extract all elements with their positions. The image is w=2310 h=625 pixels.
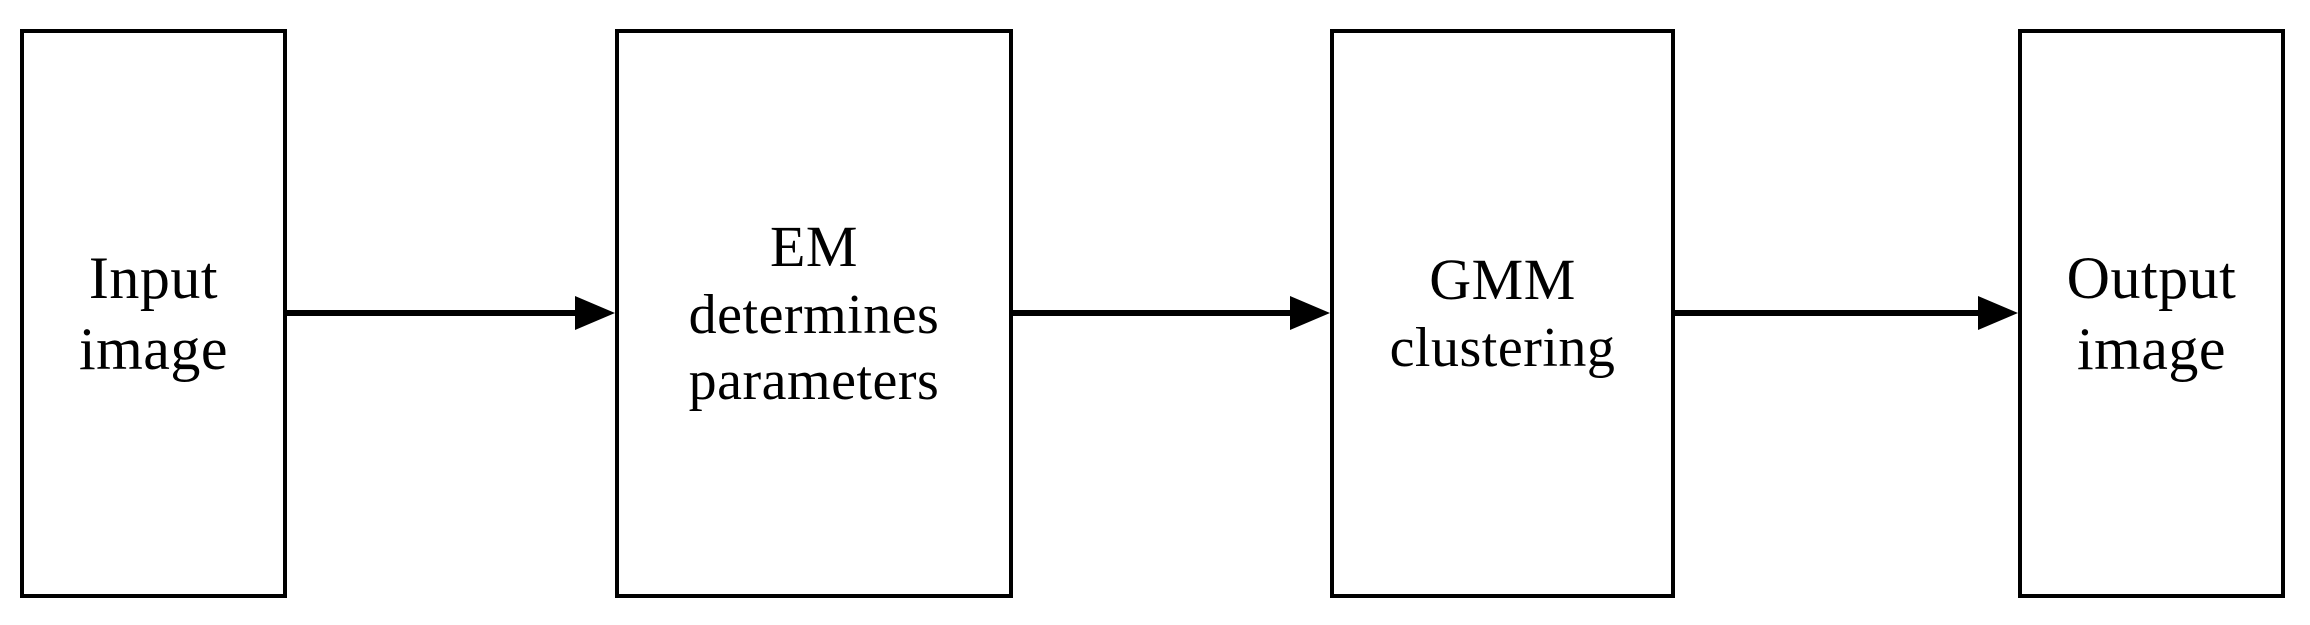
node-input-image-line-1: Input [88,244,219,311]
edge-gmm-to-output [1675,293,2018,333]
node-input-image[interactable]: Input image [20,29,287,598]
node-gmm-clustering[interactable]: GMM clustering [1330,29,1675,598]
node-output-image-line-2: image [2076,315,2227,382]
edge-gmm-to-output-arrowhead [1978,296,2018,330]
node-output-image[interactable]: Output image [2018,29,2285,598]
node-em-line-2: determines [688,283,940,346]
edge-input-to-em [287,293,615,333]
edge-input-to-em-arrowhead [575,296,615,330]
node-input-image-line-2: image [78,315,229,382]
node-em-line-3: parameters [688,349,940,412]
node-gmm-line-1: GMM [1429,247,1576,313]
node-em-determines-parameters[interactable]: EM determines parameters [615,29,1013,598]
edge-em-to-gmm-arrowhead [1290,296,1330,330]
node-gmm-line-2: clustering [1389,316,1616,379]
edge-em-to-gmm [1013,293,1330,333]
node-em-line-1: EM [770,214,858,280]
node-output-image-line-1: Output [2066,244,2237,311]
